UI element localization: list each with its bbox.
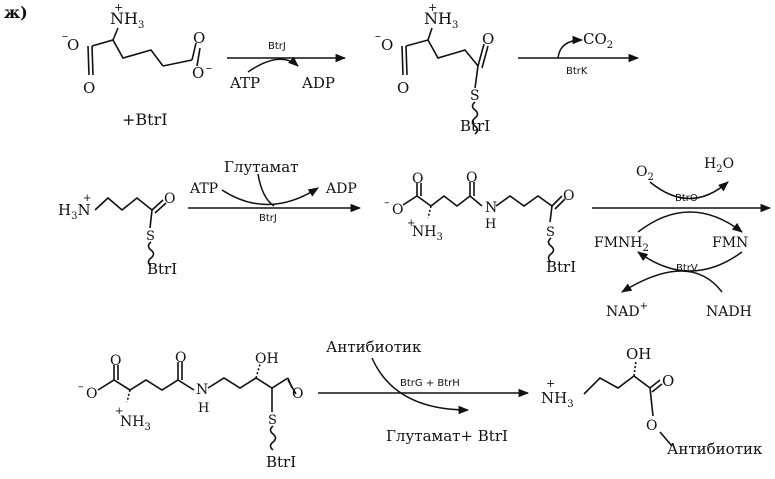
svg-text:S: S: [268, 413, 277, 428]
svg-text:BtrI: BtrI: [546, 258, 576, 276]
gaba-s-btri-structure: H3N + O S BtrI: [58, 191, 177, 278]
svg-text:O: O: [563, 188, 574, 204]
svg-text:BtrI: BtrI: [460, 117, 490, 135]
svg-text:S: S: [146, 229, 155, 244]
oxidation-cycle-btro-btrv: O2 H2O BtrO FMNH2 FMN BtrV NAD+ NADH: [592, 156, 772, 320]
plus-btri: +BtrI: [122, 110, 168, 129]
svg-text:–: –: [206, 61, 212, 75]
svg-text:ADP: ADP: [301, 74, 335, 92]
product-structure: NH3 + OH O O Антибиотик: [541, 345, 763, 458]
svg-text:NADH: NADH: [706, 304, 752, 320]
svg-text:N: N: [485, 200, 497, 216]
svg-text:+: +: [114, 1, 123, 14]
svg-text:N: N: [196, 382, 208, 398]
svg-text:O: O: [192, 64, 204, 82]
svg-text:OH: OH: [626, 345, 651, 363]
svg-text:+: +: [407, 218, 415, 229]
svg-text:BtrJ: BtrJ: [268, 41, 286, 52]
svg-text:S: S: [470, 88, 480, 104]
svg-text:O: O: [83, 79, 95, 97]
svg-text:H: H: [198, 401, 209, 416]
svg-text:NH3: NH3: [541, 389, 574, 410]
svg-text:O: O: [86, 386, 97, 402]
svg-text:–: –: [62, 29, 68, 43]
svg-text:O: O: [110, 353, 121, 369]
svg-text:O: O: [164, 191, 175, 207]
svg-text:NAD+: NAD+: [606, 301, 648, 320]
svg-text:Глутамат+ BtrI: Глутамат+ BtrI: [386, 427, 508, 445]
svg-text:BtrO: BtrO: [675, 193, 698, 204]
svg-text:O: O: [175, 350, 186, 366]
svg-text:–: –: [78, 380, 84, 393]
svg-text:BtrI: BtrI: [266, 453, 296, 471]
svg-text:O2: O2: [636, 164, 654, 183]
svg-text:NH3: NH3: [110, 9, 144, 31]
svg-text:O: O: [67, 36, 79, 54]
svg-text:BtrV: BtrV: [676, 263, 698, 274]
glutamyl-s-btri-structure: NH3 + O – O O S BtrI: [375, 1, 494, 135]
svg-text:Антибиотик: Антибиотик: [326, 338, 422, 356]
svg-text:+: +: [546, 377, 555, 390]
svg-text:NH3: NH3: [412, 224, 443, 243]
svg-text:O: O: [482, 30, 494, 48]
svg-text:S: S: [546, 225, 555, 240]
reaction-arrow-btrk: CO2 BtrK: [518, 30, 640, 77]
svg-text:CO2: CO2: [583, 30, 613, 51]
svg-text:NH3: NH3: [424, 9, 458, 31]
reaction-arrow-btrj-2: Глутамат ATP ADP BtrJ: [188, 158, 362, 224]
svg-text:+: +: [83, 193, 91, 204]
svg-text:–: –: [375, 29, 381, 43]
panel-label: ж): [4, 3, 28, 22]
reaction-arrow-btrg-btrh: Антибиотик BtrG + BtrH Глутамат+ BtrI: [318, 338, 530, 445]
svg-text:BtrG + BtrH: BtrG + BtrH: [400, 378, 460, 389]
svg-text:ADP: ADP: [325, 181, 357, 197]
svg-text:FMN: FMN: [712, 235, 748, 251]
svg-text:O: O: [292, 386, 303, 402]
svg-text:Глутамат: Глутамат: [224, 158, 298, 176]
glutamyl-gaba-s-btri-structure: O – O NH3 + O N H O S BtrI: [384, 170, 576, 276]
svg-text:+: +: [428, 1, 437, 14]
svg-text:O: O: [193, 29, 205, 47]
svg-text:BtrJ: BtrJ: [259, 213, 277, 224]
svg-text:O: O: [397, 79, 409, 97]
svg-text:BtrK: BtrK: [566, 66, 588, 77]
svg-text:O: O: [412, 171, 423, 187]
svg-text:OH: OH: [255, 351, 279, 367]
svg-text:ATP: ATP: [229, 74, 260, 92]
svg-text:O: O: [392, 202, 403, 218]
svg-text:Антибиотик: Антибиотик: [667, 440, 763, 458]
svg-text:FMNH2: FMNH2: [594, 235, 649, 254]
svg-text:O: O: [662, 372, 674, 390]
glutamyl-ahba-s-btri-structure: O – O NH3 + O N H OH O S BtrI: [78, 350, 303, 471]
reaction-arrow-btrj-1: BtrJ ATP ADP: [227, 41, 347, 92]
svg-text:O: O: [466, 170, 477, 186]
svg-text:+: +: [115, 406, 123, 417]
svg-text:O: O: [381, 36, 393, 54]
svg-text:NH3: NH3: [120, 414, 151, 433]
glutamate-structure: NH3 + O – O O O –: [62, 1, 212, 97]
svg-text:O: O: [646, 418, 657, 434]
svg-text:H: H: [485, 217, 496, 232]
svg-text:H2O: H2O: [704, 156, 734, 175]
svg-text:BtrI: BtrI: [147, 260, 177, 278]
svg-text:–: –: [384, 196, 390, 209]
svg-text:H3N: H3N: [58, 201, 91, 222]
svg-text:ATP: ATP: [189, 181, 218, 197]
